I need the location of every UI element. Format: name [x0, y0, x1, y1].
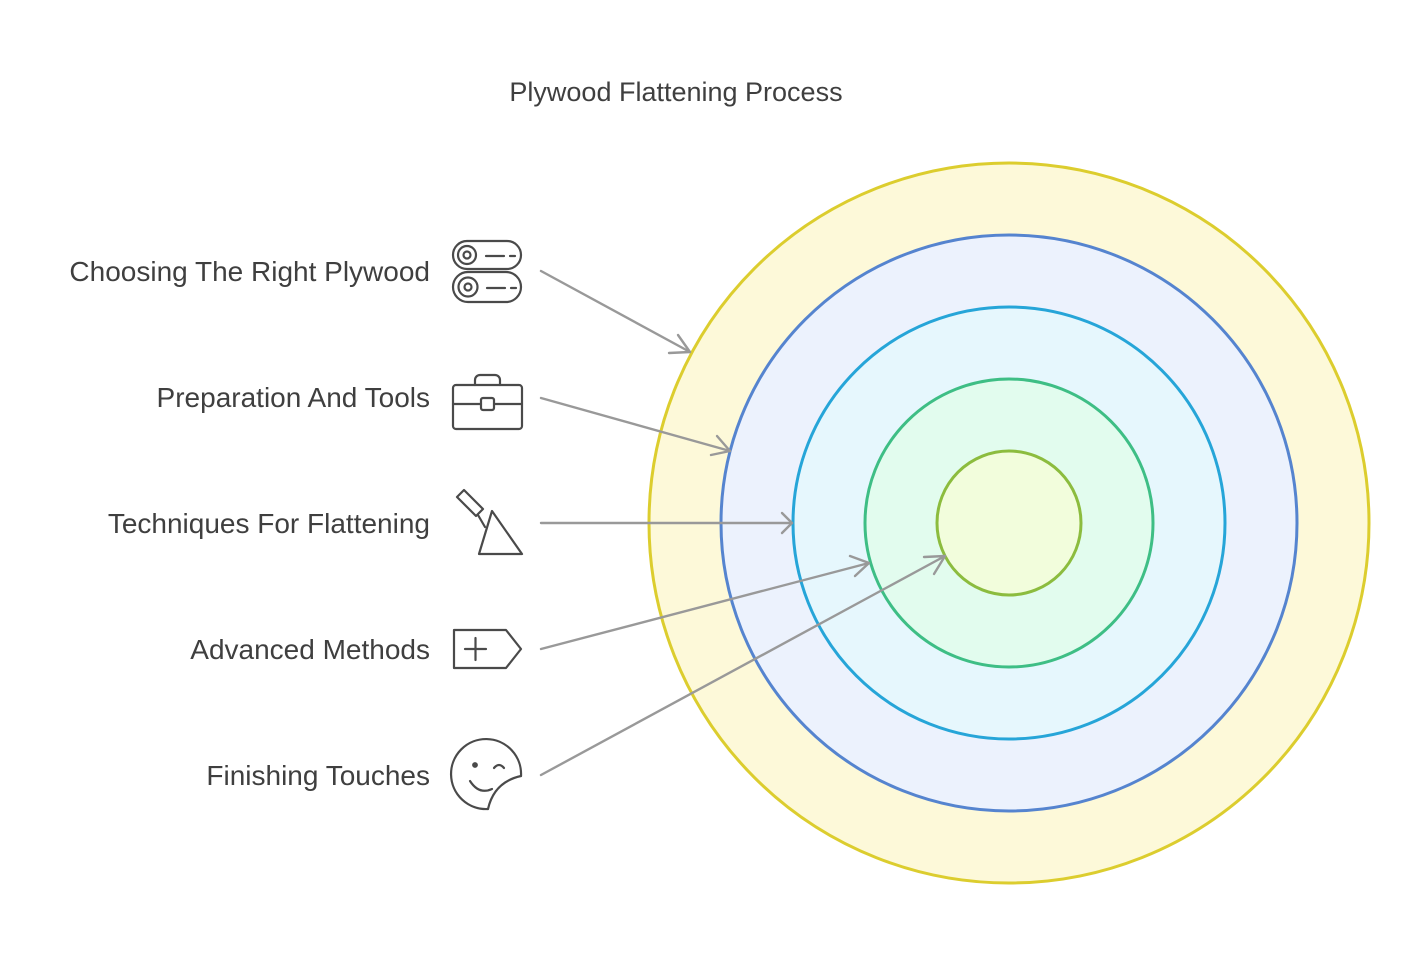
label-preparation-tools: Preparation And Tools: [157, 382, 430, 413]
target-rings: [647, 161, 1371, 885]
smiley-sticker-icon: [449, 737, 523, 811]
arrow-finishing-touches: [539, 554, 947, 777]
diagram-title: Plywood Flattening Process: [509, 77, 842, 107]
arrow-choosing-plywood: [539, 269, 692, 355]
arrows: [539, 269, 947, 777]
label-techniques-flattening: Techniques For Flattening: [108, 508, 430, 539]
label-finishing-touches: Finishing Touches: [206, 760, 430, 791]
label-choosing-plywood: Choosing The Right Plywood: [69, 256, 430, 287]
toolbox-icon: [451, 373, 524, 431]
trowel-icon: [455, 488, 524, 556]
plus-tag-icon: [452, 628, 523, 670]
ring-center: [935, 449, 1083, 597]
arrow-preparation-tools: [539, 396, 732, 457]
arrow-techniques-flattening: [539, 511, 794, 535]
arrow-advanced-methods: [539, 554, 871, 651]
logs-icon: [451, 239, 523, 304]
labels: Choosing The Right Plywood Preparation A…: [69, 256, 430, 791]
label-advanced-methods: Advanced Methods: [190, 634, 430, 665]
